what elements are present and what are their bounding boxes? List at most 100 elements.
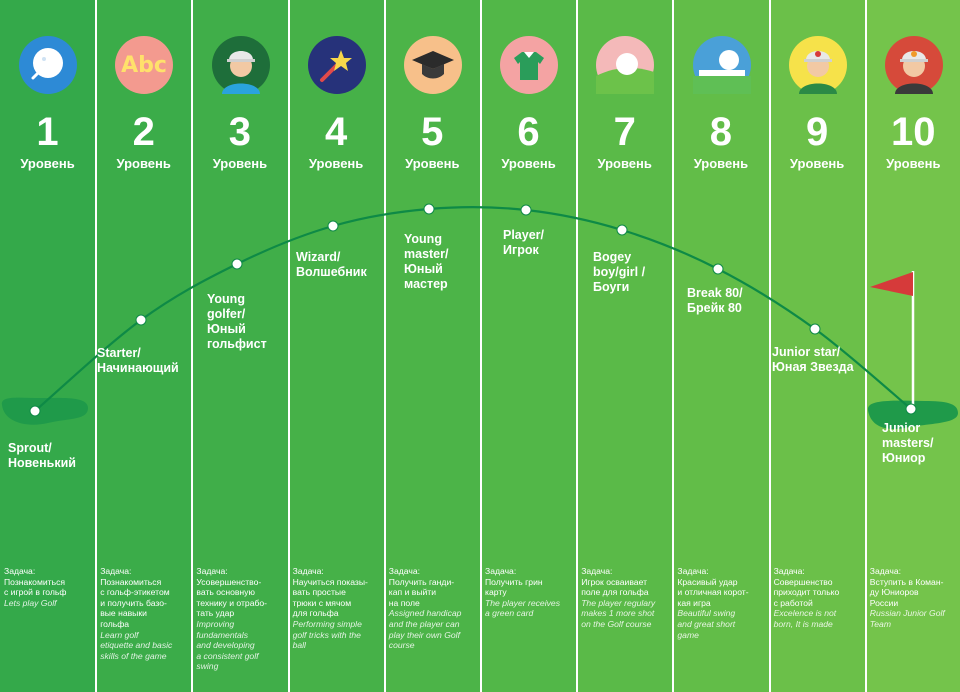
column-divider — [768, 0, 771, 692]
stage-dot-6 — [520, 204, 532, 216]
task-ru-line: поле для гольфа — [581, 587, 649, 598]
column-divider — [287, 0, 290, 692]
level-column-6 — [481, 0, 579, 692]
level-word: Уровень — [789, 156, 845, 171]
start-green-patch — [1, 397, 89, 425]
magic-wand-icon — [307, 36, 366, 94]
svg-text:Abc: Abc — [121, 53, 167, 78]
task-ru-line: кая игра — [677, 597, 711, 608]
task-en-line: and the player can — [388, 618, 460, 629]
task-en-line: ball — [292, 640, 306, 651]
task-ru-line: Игрок осваивает — [581, 576, 648, 587]
task-en-line: and great short — [677, 618, 736, 629]
task-label: Задача: — [388, 566, 421, 576]
task-ru-line: с гольф-этикетом — [100, 587, 170, 598]
stage-dot-7 — [616, 224, 628, 236]
task-ru-line: на поле — [388, 597, 420, 608]
stage-name-line: Junior — [882, 421, 921, 435]
task-ru-line: приходит только — [773, 587, 840, 598]
level-word: Уровень — [597, 156, 652, 171]
task-en-line: Learn golf — [100, 629, 139, 640]
stage-name-line: Break 80/ — [687, 286, 743, 300]
stage-name-line: Юный — [404, 262, 443, 276]
level-number: 6 — [517, 110, 540, 154]
level-column-8 — [673, 0, 771, 692]
task-label: Задача: — [581, 566, 613, 576]
finish-green-patch — [867, 400, 958, 430]
task-ru-line: вые навыки — [100, 608, 147, 619]
stage-name-line: Wizard/ — [296, 250, 341, 264]
task-en-line: makes 1 more shot — [581, 608, 655, 619]
task-en-line: Russian Junior Golf — [869, 608, 945, 619]
stage-name-line: Юный — [207, 322, 246, 336]
task-ru-line: тать удар — [196, 608, 235, 619]
graduation-cap-icon — [403, 36, 462, 94]
task-label: Задача: — [100, 566, 132, 576]
level-word: Уровень — [20, 156, 75, 171]
stage-name-line: Young — [404, 232, 442, 246]
task-label: Задача: — [677, 566, 709, 576]
stage-name-line: гольфист — [207, 337, 267, 351]
stage-dot-10 — [905, 403, 917, 415]
task-en-line: skills of the game — [100, 650, 167, 661]
level-column-1 — [0, 0, 98, 692]
flag-icon — [870, 272, 913, 296]
stage-name-line: master/ — [404, 247, 449, 261]
column-divider — [480, 0, 482, 692]
stage-name-2: Starter/Начинающий — [97, 346, 189, 376]
stage-dot-5 — [423, 203, 435, 215]
stage-name-line: Юная Звезда — [772, 360, 854, 374]
task-en-line: Beautiful swing — [677, 608, 736, 619]
task-ru-line: ду Юниоров — [869, 587, 919, 598]
level-number: 2 — [132, 110, 155, 154]
level-number: 10 — [891, 110, 936, 154]
stage-dot-1 — [29, 405, 41, 417]
stage-name-line: boy/girl / — [593, 265, 646, 279]
task-en-line: The player regulary — [581, 597, 656, 608]
task-label: Задача: — [196, 566, 228, 576]
level-number: 3 — [228, 110, 252, 154]
stage-name-line: Sprout/ — [8, 441, 52, 455]
level-column-4 — [288, 0, 386, 692]
task-ru-line: Совершенство — [773, 576, 833, 587]
task-ru-line: технику и отрабо- — [196, 597, 268, 608]
stage-name-1: Sprout/Новенький — [8, 441, 100, 471]
level-number: 7 — [613, 110, 636, 154]
task-label: Задача: — [4, 566, 36, 576]
task-en-line: Excelence is not — [773, 608, 837, 619]
column-divider — [576, 0, 579, 692]
level-number: 5 — [421, 110, 444, 154]
stage-name-line: Брейк 80 — [687, 301, 742, 315]
task-label: Задача: — [773, 566, 805, 576]
stage-name-line: golfer/ — [207, 307, 246, 321]
task-en-line: swing — [196, 661, 219, 672]
task-en-line: game — [677, 629, 699, 640]
column-divider — [95, 0, 98, 692]
level-number: 4 — [324, 110, 348, 154]
task-ru-line: Получить ганди- — [388, 576, 455, 587]
task-ru-line: и получить базо- — [100, 597, 167, 608]
stage-name-line: Волшебник — [296, 265, 367, 279]
level-number: 8 — [709, 110, 733, 154]
task-ru-line: Научиться показы- — [292, 576, 368, 587]
task-ru-line: Познакомиться — [4, 576, 66, 587]
stage-name-line: Junior star/ — [772, 345, 841, 359]
task-en-line: Team — [869, 618, 891, 629]
level-column-2 — [96, 0, 194, 692]
task-ru-line: с работой — [773, 597, 813, 608]
task-en-line: Improving — [196, 618, 235, 629]
stage-dot-9 — [809, 323, 821, 335]
stage-name-line: Юниор — [882, 451, 926, 465]
stage-name-line: Игрок — [503, 243, 539, 257]
task-en-line: Lets play Golf — [4, 597, 57, 608]
task-ru-line: России — [869, 597, 899, 608]
